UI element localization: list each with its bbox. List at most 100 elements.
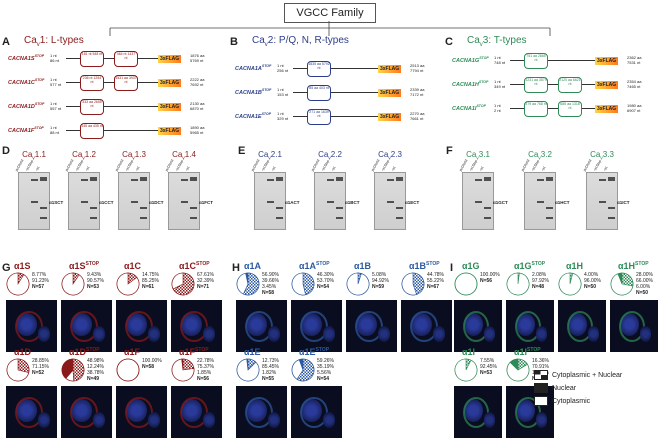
- pie-stat: 91.23%: [32, 278, 49, 284]
- blot: Cav2.2 pcDNA3 -α1Stop -α1 α1BCT: [310, 150, 370, 230]
- pie-stat: 28.85%: [32, 358, 49, 364]
- isoform-title: α1GSTOP: [514, 261, 546, 271]
- sample-size: N=71: [197, 284, 210, 290]
- pie-stat: 39.66%: [262, 278, 279, 284]
- pie-chart: [291, 272, 315, 296]
- blot-title: Cav2.1: [258, 150, 282, 162]
- blot-title: Cav3.3: [590, 150, 614, 162]
- pie-stat: 5.08%: [372, 272, 387, 278]
- stop-codon-octagon: 333 aa 2655 nt: [80, 99, 104, 115]
- stop-codon-octagon: 1231 aa 3579 nt: [524, 77, 548, 93]
- pie-stat: 59.26%: [317, 358, 334, 364]
- lane-labels: pcDNA3 -α1Stop -α1: [583, 159, 620, 172]
- gene-name: CACNA1BSTOP: [235, 88, 272, 96]
- micrograph: [454, 386, 502, 438]
- pie-stat: 14.75%: [142, 272, 159, 278]
- pie-chart: [171, 272, 195, 296]
- gene-name: CACNA1ASTOP: [235, 64, 272, 72]
- lane-label: -α1Stop: [124, 159, 135, 172]
- stop-codon-octagon: 685 aa 1318 nt: [558, 101, 582, 117]
- sample-size: N=53: [87, 284, 100, 290]
- blot-band-label: α1FCT: [199, 200, 214, 205]
- pie-stat: 28.00%: [636, 272, 653, 278]
- legend-item-nuclear: Nuclear: [534, 383, 659, 393]
- stop-codon-octagon: 751 aa 2865 nt: [524, 53, 548, 69]
- sequence-line: [66, 106, 160, 107]
- pie-stats: 4.00%96.00%N=50: [584, 272, 601, 290]
- blot-title: Cav3.1: [466, 150, 490, 162]
- pie-chart: [6, 272, 30, 296]
- blot: Cav2.3 pcDNA3 -α1Stop -α1 α1ECT: [370, 150, 430, 230]
- stop-codon-octagon: 181 nt 548 nt: [80, 51, 104, 67]
- isoform-title: α1BSTOP: [409, 261, 440, 271]
- localization-cell: α1B 5.08%94.92%N=59: [346, 261, 399, 354]
- pie-stats: 44.78%55.22%N=67: [427, 272, 444, 290]
- localization-cell: α1DSTOP 48.98%12.24%38.78%N=49: [61, 347, 114, 440]
- pie-chart: [116, 358, 140, 382]
- localization-cell: α1CSTOP 67.61%32.39%N=71: [171, 261, 224, 354]
- pie-chart: [116, 272, 140, 296]
- stop-codon-octagon: 379 aa 768 nt: [524, 101, 548, 117]
- sequence-line: [293, 116, 380, 117]
- localization-cell: α1ASTOP 46.30%53.70%N=54: [291, 261, 344, 354]
- lane-labels: pcDNA3 -α1Stop -α1: [115, 159, 152, 172]
- pie-stats: 12.73%85.45%1.82%N=55: [262, 358, 279, 382]
- pie-stat: 90.57%: [87, 278, 104, 284]
- pie-chart: [6, 358, 30, 382]
- pie-stat: 71.15%: [32, 364, 49, 370]
- flag-tag: 3xFLAG: [158, 127, 182, 135]
- legend-label: Cytoplasmic: [552, 397, 591, 405]
- sample-size: N=67: [427, 284, 440, 290]
- stop-codon-octagon: 85 aa 403 nt: [307, 85, 331, 101]
- blot-band-label: α1CCT: [99, 200, 114, 205]
- pie-chart: [454, 272, 478, 296]
- sequence-line: [510, 60, 597, 61]
- panel-title-b: Cav2: P/Q, N, R-types: [252, 35, 349, 48]
- pie-stat: 38.78%: [87, 370, 104, 376]
- blot-image: [314, 172, 346, 230]
- sample-size: N=61: [142, 284, 155, 290]
- isoform-title: α1B: [354, 261, 372, 271]
- pie-stats: 8.77%91.23%N=57: [32, 272, 49, 290]
- pie-stat: 8.77%: [32, 272, 47, 278]
- micrograph: [171, 386, 222, 438]
- blot-image: [374, 172, 406, 230]
- micrograph: [454, 300, 502, 352]
- sample-size: N=48: [532, 284, 545, 290]
- sample-size: N=50: [584, 284, 597, 290]
- micrograph: [6, 300, 57, 352]
- legend-item-cyto-nuclear: Cytoplasmic + Nuclear: [534, 370, 659, 380]
- sample-size: N=50: [636, 290, 649, 296]
- gene-name: CACNA1FSTOP: [8, 126, 44, 134]
- pie-stat: 22.78%: [197, 358, 214, 364]
- blot-band-label: α1ICT: [617, 200, 630, 205]
- isoform-title: α1A: [244, 261, 262, 271]
- pie-chart: [61, 272, 85, 296]
- pie-stats: 100.00%N=58: [142, 358, 162, 370]
- pie-stat: 1.85%: [197, 370, 212, 376]
- lane-labels: pcDNA3 -α1Stop -α1: [15, 159, 52, 172]
- pie-stat: 4.00%: [584, 272, 599, 278]
- pie-stat: 53.70%: [317, 278, 334, 284]
- pie-stats: 28.85%71.15%N=52: [32, 358, 49, 376]
- localization-cell: α1A 56.90%39.66%3.45%N=58: [236, 261, 289, 354]
- pie-stats: 56.90%39.66%3.45%N=58: [262, 272, 279, 296]
- blot-image: [254, 172, 286, 230]
- blot-image: [462, 172, 494, 230]
- localization-cell: α1H 4.00%96.00%N=50: [558, 261, 608, 354]
- pie-stat: 6.00%: [636, 284, 651, 290]
- blot-image: [586, 172, 618, 230]
- panel-label-h: H: [232, 262, 240, 274]
- localization-cell: α1C 14.75%85.25%N=61: [116, 261, 169, 354]
- pie-stat: 96.00%: [584, 278, 601, 284]
- isoform-title: α1ISTOP: [514, 347, 541, 357]
